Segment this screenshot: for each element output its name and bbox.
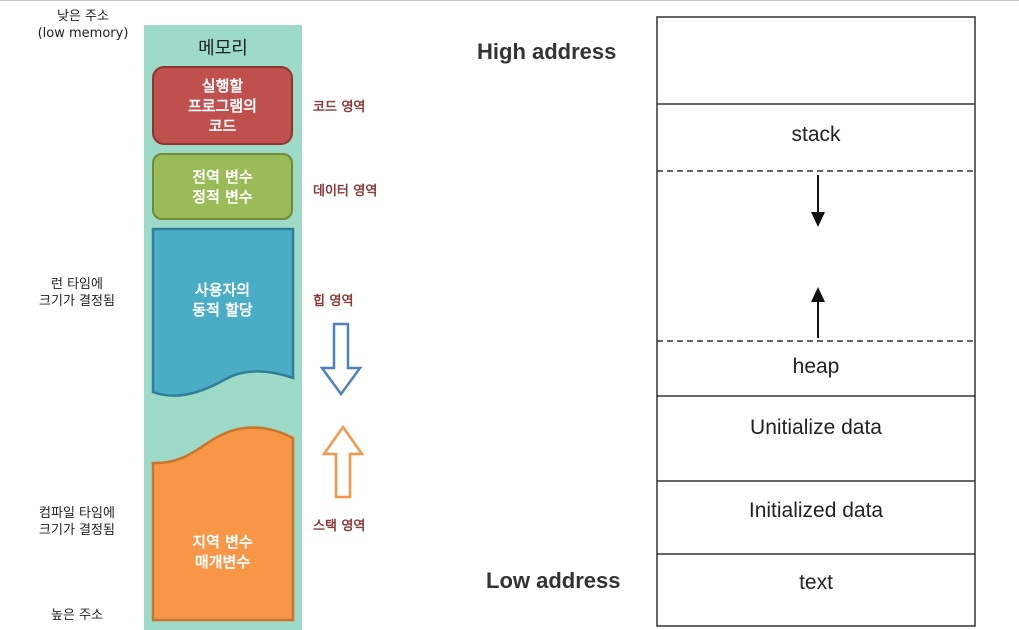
runtime-line1: 런 타임에 [51,277,103,292]
runtime-line2: 크기가 결정됨 [39,294,115,309]
low-address-text: Low address [486,568,621,593]
code-block-line2: 프로그램의 [187,96,257,115]
heap-growth-down-arrow-icon [319,322,363,397]
high-address-label: 높은 주소 [51,608,103,623]
low-address-label: 낮은 주소 (low memory) [24,8,142,42]
compile-size-label: 컴파일 타임에 크기가 결정됨 [18,505,136,539]
uninitialized-data-segment-label: Unitialize data [750,416,882,439]
heap-block-shape [151,227,295,397]
compile-line2: 크기가 결정됨 [39,523,115,538]
data-region-label: 데이터 영역 [313,184,378,199]
memory-layout-outline [656,16,976,627]
heap-block-line2: 동적 할당 [192,301,253,319]
heap-stack-shapes [151,227,295,622]
code-region-label: 코드 영역 [313,100,366,115]
memory-title: 메모리 [198,38,248,59]
memory-layout-diagram [656,16,976,627]
data-block: 전역 변수 정적 변수 [152,153,293,220]
code-block-line3: 코드 [208,116,237,135]
initialized-data-segment-label: Initialized data [748,499,884,522]
stack-block-shape [151,426,295,622]
stack-region-label: 스택 영역 [313,519,366,534]
stack-block-line1: 지역 변수 [192,533,253,551]
data-block-line1: 전역 변수 [192,167,253,186]
compile-line1: 컴파일 타임에 [39,506,115,521]
heap-block-text: 사용자의 동적 할당 [152,280,293,320]
runtime-size-label: 런 타임에 크기가 결정됨 [18,276,136,310]
stack-block-line2: 매개변수 [194,553,251,571]
heap-grow-arrow-icon [811,287,825,338]
stack-segment-label: stack [791,123,841,146]
heap-segment-label: heap [792,355,840,378]
text-segment-label: text [799,571,833,594]
code-block: 실행할 프로그램의 코드 [152,66,293,145]
low-address-line1: 낮은 주소 [57,9,109,24]
stack-grow-arrow-icon [811,175,825,227]
high-address-text: High address [477,39,617,64]
top-divider [0,0,1019,1]
low-address-line2: (low memory) [37,26,129,41]
code-block-line1: 실행할 [201,76,244,95]
stack-growth-up-arrow-icon [321,424,365,499]
data-block-line2: 정적 변수 [192,187,253,206]
heap-block-line1: 사용자의 [194,281,251,299]
stack-block-text: 지역 변수 매개변수 [152,532,293,572]
heap-region-label: 힙 영역 [313,294,354,309]
